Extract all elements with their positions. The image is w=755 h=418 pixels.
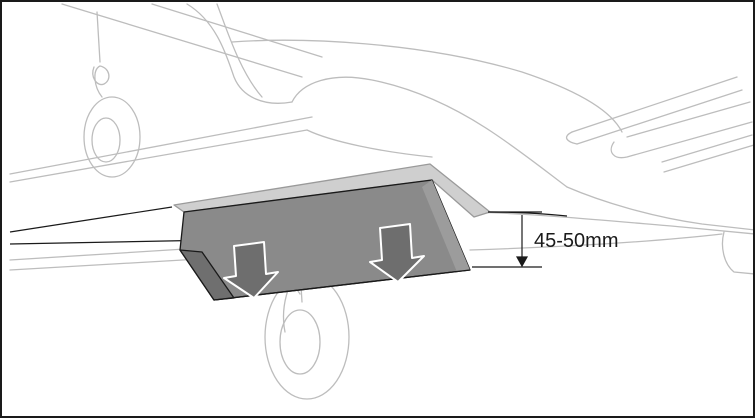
down-arrow-icon	[223, 241, 279, 299]
dimension-indicator	[472, 211, 542, 268]
dimension-label: 45-50mm	[534, 230, 619, 252]
deflection-arrows	[223, 223, 425, 299]
flap	[173, 163, 491, 301]
down-arrow-icon	[369, 223, 425, 283]
